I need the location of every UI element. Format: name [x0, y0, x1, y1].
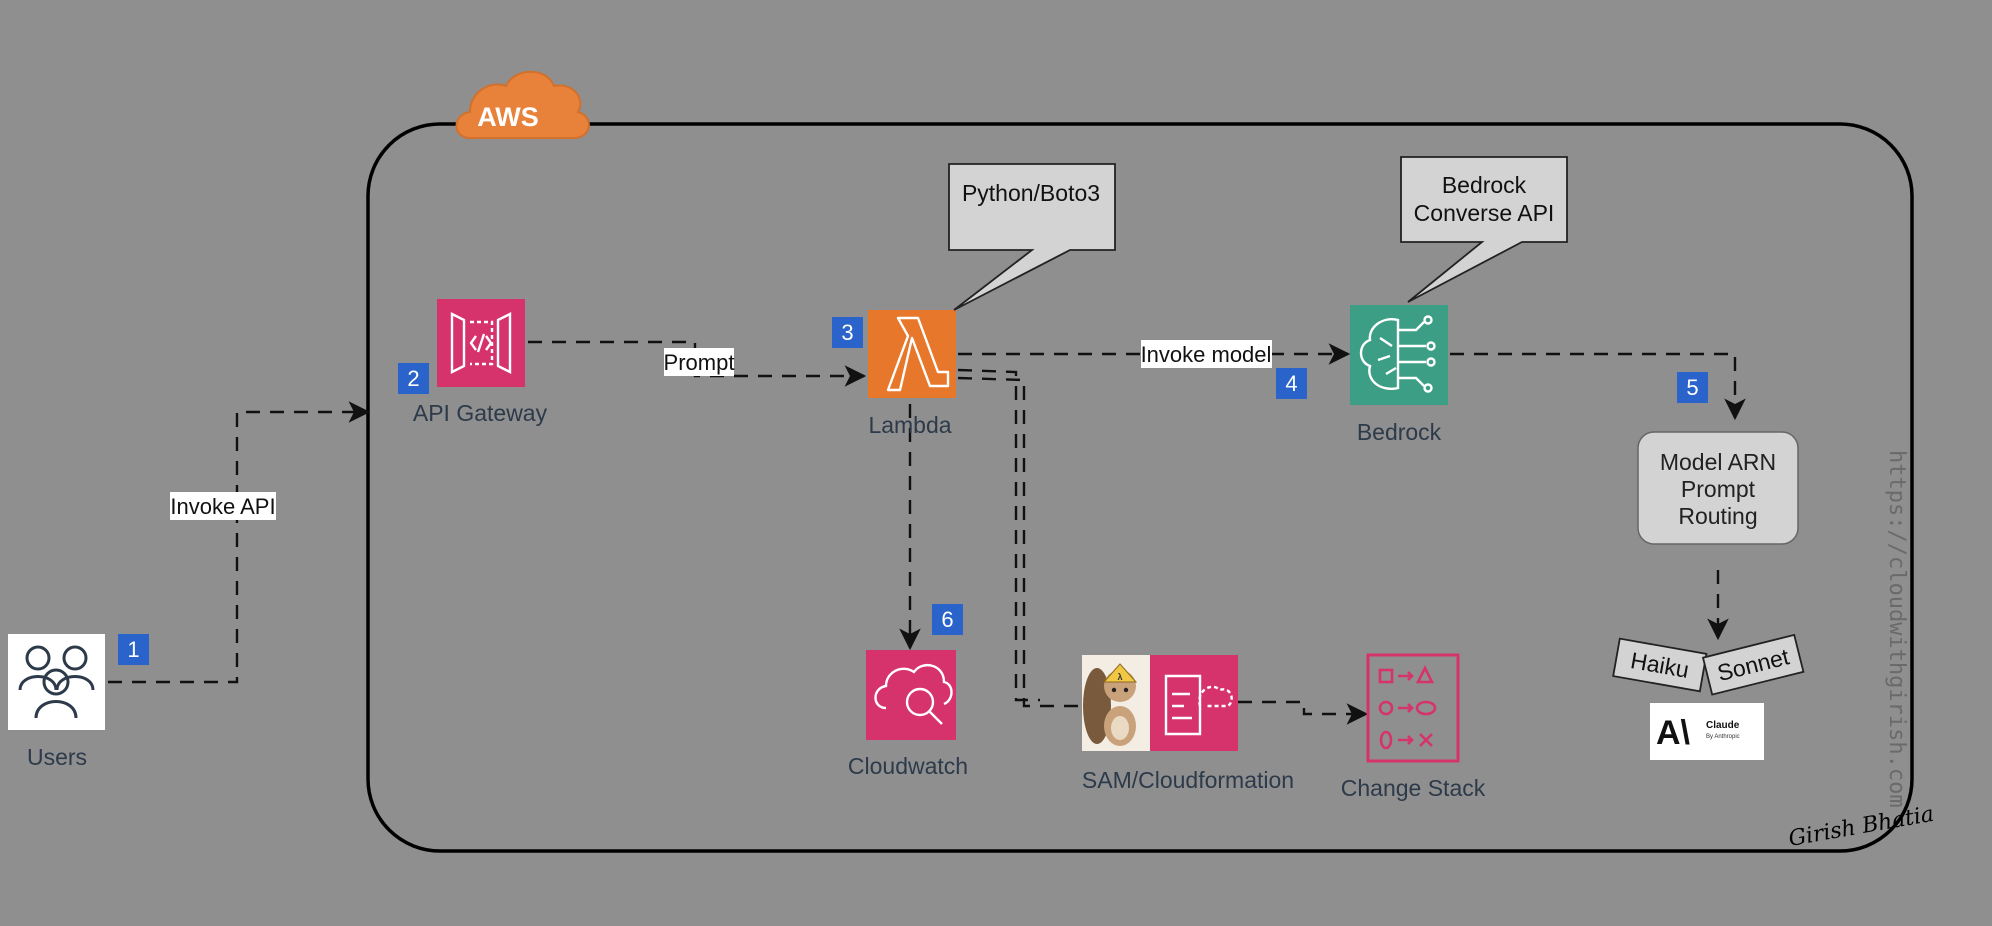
svg-text:A\: A\ [1656, 714, 1691, 752]
svg-text:λ: λ [1117, 672, 1122, 682]
sam-node: λ SAM/Cloudformation [1082, 655, 1294, 793]
svg-text:Prompt: Prompt [664, 350, 735, 375]
edge-lambda-to-sam-b [957, 376, 1082, 708]
change-stack-label: Change Stack [1341, 775, 1486, 801]
cloudwatch-icon [866, 650, 956, 740]
svg-text:Claude: Claude [1706, 720, 1740, 731]
svg-text:By Anthropic: By Anthropic [1706, 734, 1740, 740]
model-routing-line-3: Routing [1678, 503, 1757, 529]
svg-text:2: 2 [407, 366, 419, 391]
callout-python-text: Python/Boto3 [962, 180, 1100, 206]
api-gateway-node: API Gateway [413, 299, 548, 426]
lambda-node: Lambda [868, 310, 956, 438]
callout-bedrock-line-1: Bedrock [1442, 172, 1527, 198]
sam-label: SAM/Cloudformation [1082, 767, 1294, 793]
aws-cloud-label: AWS [477, 102, 539, 132]
aws-cloud-icon: AWS [455, 70, 590, 139]
callout-bedrock-api: Bedrock Converse API [1400, 156, 1568, 303]
lambda-icon [868, 310, 956, 398]
edge-lambda-to-sam-a [957, 368, 1040, 702]
signature: Girish Bhatia [1787, 802, 1936, 852]
step-badge-1: 1 [118, 634, 149, 665]
change-stack-icon [1366, 653, 1460, 763]
step-badge-6: 6 [932, 604, 963, 635]
callout-python: Python/Boto3 [948, 163, 1116, 311]
api-gateway-label: API Gateway [413, 400, 548, 426]
step-badge-5: 5 [1677, 372, 1708, 403]
step-badge-2: 2 [398, 363, 429, 394]
model-routing-box: Model ARN Prompt Routing [1637, 431, 1799, 545]
edge-api-to-lambda [528, 340, 867, 387]
step-badge-4: 4 [1276, 368, 1307, 399]
step-badge-3: 3 [832, 317, 863, 348]
bedrock-node: Bedrock [1350, 305, 1448, 445]
svg-text:Invoke model: Invoke model [1141, 342, 1272, 367]
edge-label-invoke-api: Invoke API [170, 492, 276, 520]
svg-text:5: 5 [1686, 375, 1698, 400]
callout-bedrock-line-2: Converse API [1414, 200, 1555, 226]
edge-users-to-api [108, 401, 371, 684]
svg-text:4: 4 [1285, 371, 1297, 396]
watermark-url: https://cloudwithgirish.com [1884, 450, 1909, 808]
svg-text:6: 6 [941, 607, 953, 632]
cloudwatch-label: Cloudwatch [848, 753, 968, 779]
claude-anthropic-logo: A\ Claude By Anthropic [1650, 703, 1764, 760]
edge-sam-to-change-stack [1238, 700, 1369, 725]
edge-label-invoke-model: Invoke model [1141, 340, 1272, 368]
change-stack-node: Change Stack [1341, 653, 1486, 801]
svg-text:1: 1 [127, 637, 139, 662]
edge-label-prompt: Prompt [664, 348, 735, 376]
aws-cloud-boundary [366, 122, 1914, 853]
model-tag-sonnet: Sonnet [1701, 633, 1805, 696]
sam-squirrel-icon: λ [1082, 655, 1150, 751]
users-label: Users [27, 744, 87, 770]
model-tag-haiku: Haiku [1612, 637, 1708, 693]
cloudwatch-node: Cloudwatch [848, 650, 968, 779]
lambda-label: Lambda [868, 412, 951, 438]
svg-text:Invoke API: Invoke API [170, 494, 275, 519]
cloudformation-icon [1150, 655, 1238, 751]
svg-text:3: 3 [841, 320, 853, 345]
model-routing-line-1: Model ARN [1660, 449, 1776, 475]
users-node: Users [8, 634, 105, 770]
model-routing-line-2: Prompt [1681, 476, 1756, 502]
bedrock-label: Bedrock [1357, 419, 1442, 445]
